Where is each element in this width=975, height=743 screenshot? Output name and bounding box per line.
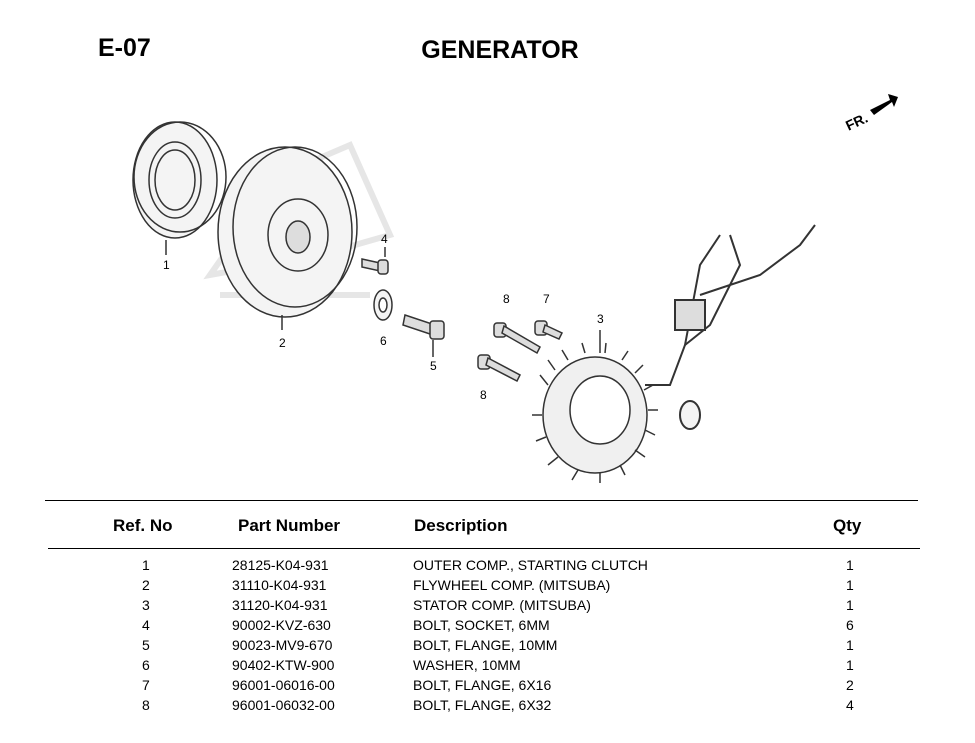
description: WASHER, 10MM — [413, 657, 521, 673]
description: FLYWHEEL COMP. (MITSUBA) — [413, 577, 611, 593]
table-row: 7 96001-06016-00 BOLT, FLANGE, 6X16 2 — [0, 677, 975, 697]
part-outer-comp — [132, 121, 227, 255]
callout-4: 4 — [381, 232, 388, 246]
part-bolt-flange-6x16 — [534, 320, 564, 340]
callout-5: 5 — [430, 359, 437, 373]
description: BOLT, SOCKET, 6MM — [413, 617, 550, 633]
callout-6: 6 — [380, 334, 387, 348]
part-number: 28125-K04-931 — [232, 557, 329, 573]
diagram-code: E-07 — [98, 34, 151, 62]
column-header-qty: Qty — [833, 516, 862, 535]
column-header-part-number: Part Number — [238, 516, 341, 535]
ref-no: 5 — [142, 637, 150, 653]
ref-no: 3 — [142, 597, 150, 613]
description: BOLT, FLANGE, 10MM — [413, 637, 558, 653]
qty: 1 — [846, 637, 854, 653]
ref-no: 8 — [142, 697, 150, 713]
exploded-parts-diagram: FR. 1 2 3 4 5 6 7 8 8 — [132, 94, 898, 483]
front-direction-label: FR. — [843, 110, 870, 134]
ref-no: 2 — [142, 577, 150, 593]
qty: 2 — [846, 677, 854, 693]
qty: 6 — [846, 617, 854, 633]
table-top-rule — [45, 500, 918, 501]
part-bolt-flange-6x32-lower — [477, 354, 521, 383]
ref-no: 7 — [142, 677, 150, 693]
table-row: 1 28125-K04-931 OUTER COMP., STARTING CL… — [0, 557, 975, 577]
part-number: 90402-KTW-900 — [232, 657, 335, 673]
part-stator — [532, 330, 658, 483]
part-number: 31120-K04-931 — [232, 597, 328, 613]
callout-8-upper: 8 — [503, 292, 510, 306]
callout-7: 7 — [543, 292, 550, 306]
description: OUTER COMP., STARTING CLUTCH — [413, 557, 648, 573]
part-number: 96001-06016-00 — [232, 677, 335, 693]
part-number: 90002-KVZ-630 — [232, 617, 331, 633]
callout-3: 3 — [597, 312, 604, 326]
part-flywheel — [217, 146, 358, 330]
description: BOLT, FLANGE, 6X32 — [413, 697, 552, 713]
part-number: 31110-K04-931 — [232, 577, 327, 593]
qty: 4 — [846, 697, 854, 713]
part-number: 96001-06032-00 — [232, 697, 335, 713]
column-header-ref-no: Ref. No — [113, 516, 173, 535]
ref-no: 4 — [142, 617, 150, 633]
table-row: 8 96001-06032-00 BOLT, FLANGE, 6X32 4 — [0, 697, 975, 717]
table-row: 3 31120-K04-931 STATOR COMP. (MITSUBA) 1 — [0, 597, 975, 617]
part-number: 90023-MV9-670 — [232, 637, 333, 653]
part-bolt-flange-6x32-upper — [493, 322, 541, 355]
part-washer — [373, 289, 393, 321]
column-header-description: Description — [414, 516, 508, 535]
table-header-rule — [48, 548, 920, 549]
description: BOLT, FLANGE, 6X16 — [413, 677, 552, 693]
qty: 1 — [846, 657, 854, 673]
description: STATOR COMP. (MITSUBA) — [413, 597, 591, 613]
qty: 1 — [846, 597, 854, 613]
qty: 1 — [846, 577, 854, 593]
part-bolt-socket — [361, 247, 389, 275]
page-title: GENERATOR — [421, 36, 579, 64]
callout-8-lower: 8 — [480, 388, 487, 402]
callout-1: 1 — [163, 258, 170, 272]
part-bolt-flange-10mm — [402, 314, 445, 357]
ref-no: 1 — [142, 557, 150, 573]
ref-no: 6 — [142, 657, 150, 673]
table-row: 5 90023-MV9-670 BOLT, FLANGE, 10MM 1 — [0, 637, 975, 657]
callout-2: 2 — [279, 336, 286, 350]
front-direction-arrow: FR. — [843, 94, 898, 134]
qty: 1 — [846, 557, 854, 573]
table-row: 2 31110-K04-931 FLYWHEEL COMP. (MITSUBA)… — [0, 577, 975, 597]
table-row: 6 90402-KTW-900 WASHER, 10MM 1 — [0, 657, 975, 677]
table-row: 4 90002-KVZ-630 BOLT, SOCKET, 6MM 6 — [0, 617, 975, 637]
wire-harness — [645, 224, 816, 430]
